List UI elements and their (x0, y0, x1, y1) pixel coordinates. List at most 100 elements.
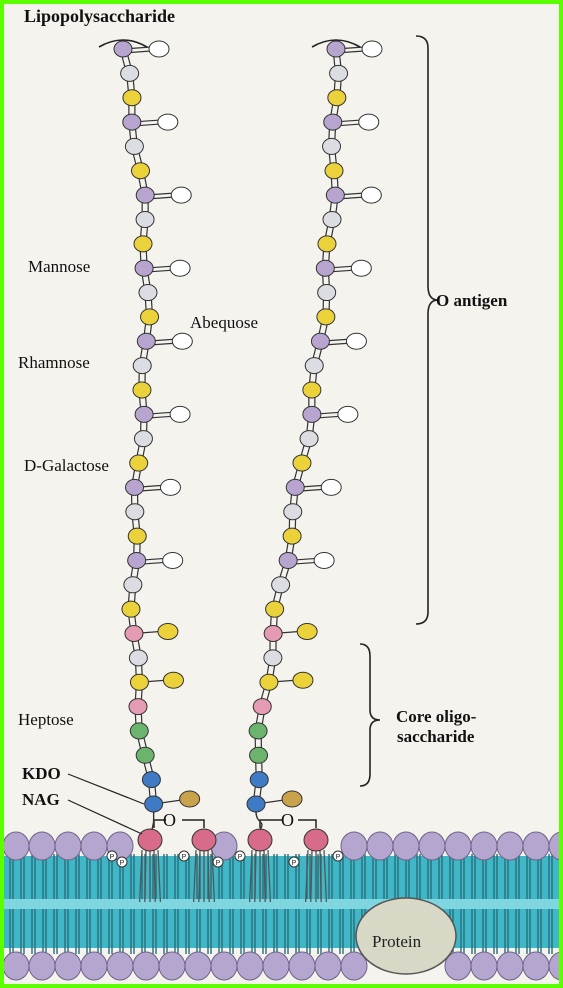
lipid-head-inner (81, 952, 107, 980)
chain-sugar (126, 504, 144, 520)
nag-sugar (248, 829, 272, 851)
abequose-sugar (361, 187, 381, 203)
abequose-sugar (362, 41, 382, 57)
phosphate-label: P (292, 860, 297, 867)
abequose-sugar (170, 260, 190, 276)
chain-sugar (135, 406, 153, 422)
chain-sugar (134, 236, 152, 252)
lipid-head-inner (159, 952, 185, 980)
chain-sugar (130, 674, 148, 690)
kdo-side-sugar (282, 791, 302, 807)
chain-sugar (129, 699, 147, 715)
core-side-sugar (297, 624, 317, 640)
lipid-head-outer (471, 832, 497, 860)
lipid-head-inner (497, 952, 523, 980)
lipid-head-outer (497, 832, 523, 860)
chain-sugar (129, 650, 147, 666)
chain-sugar (247, 796, 265, 812)
kdo-leader-line (68, 774, 144, 804)
phosphate-label: P (110, 854, 115, 861)
chain-sugar (128, 528, 146, 544)
nag-sugar (138, 829, 162, 851)
chain-sugar (114, 41, 132, 57)
abequose-sugar (158, 114, 178, 130)
o-antigen-brace (416, 36, 438, 624)
abequose-sugar (170, 406, 190, 422)
abequose-sugar (338, 406, 358, 422)
nag-sugar (304, 829, 328, 851)
chain-sugar (123, 90, 141, 106)
chain-sugar (136, 187, 154, 203)
core-to-lipid-bond (256, 812, 262, 830)
lipid-head-outer (81, 832, 107, 860)
chain-sugar (303, 382, 321, 398)
chain-sugar (128, 552, 146, 568)
abequose-sugar (172, 333, 192, 349)
abequose-sugar (351, 260, 371, 276)
chain-sugar (250, 772, 268, 788)
lipid-head-inner (29, 952, 55, 980)
chain-sugar (325, 163, 343, 179)
lipid-head-inner (263, 952, 289, 980)
chain-sugar (260, 674, 278, 690)
chain-sugar (328, 90, 346, 106)
chain-sugar (253, 699, 271, 715)
lipid-head-outer (29, 832, 55, 860)
chain-sugar (318, 285, 336, 301)
chain-sugar (142, 772, 160, 788)
chain-sugar (139, 285, 157, 301)
chain-sugar (326, 187, 344, 203)
lipid-head-inner (549, 952, 559, 980)
lipid-head-inner (471, 952, 497, 980)
chain-sugar (145, 796, 163, 812)
abequose-sugar (161, 479, 181, 495)
chain-sugar (330, 65, 348, 81)
lipid-head-outer (4, 832, 29, 860)
chain-sugar (141, 309, 159, 325)
chain-sugar (264, 650, 282, 666)
chain-sugar (317, 309, 335, 325)
abequose-sugar (359, 114, 379, 130)
label-abequose: Abequose (190, 314, 258, 333)
lipid-head-inner (4, 952, 29, 980)
phosphate-label: P (336, 854, 341, 861)
label-o-antigen: O antigen (436, 292, 507, 311)
phosphate-label: P (238, 854, 243, 861)
lipid-head-inner (289, 952, 315, 980)
chain-sugar (136, 747, 154, 763)
abequose-sugar (346, 333, 366, 349)
core-side-sugar (163, 672, 183, 688)
chain-sugar (133, 358, 151, 374)
lipid-head-outer (549, 832, 559, 860)
chain-sugar (124, 577, 142, 593)
o-linkage-right: O (281, 810, 294, 831)
core-side-sugar (158, 624, 178, 640)
chain-sugar (125, 626, 143, 642)
chain-sugar (126, 479, 144, 495)
chain-sugar (286, 479, 304, 495)
chain-sugar (284, 504, 302, 520)
lipid-head-outer (367, 832, 393, 860)
label-kdo: KDO (22, 765, 61, 784)
chain-sugar (266, 601, 284, 617)
lipid-head-outer (341, 832, 367, 860)
chain-sugar (283, 528, 301, 544)
label-protein: Protein (372, 932, 421, 952)
chain-sugar (249, 723, 267, 739)
chain-sugar (133, 382, 151, 398)
chain-sugar (264, 626, 282, 642)
core-brace (360, 644, 380, 786)
lipid-head-inner (55, 952, 81, 980)
abequose-sugar (163, 552, 183, 568)
lipid-head-outer (393, 832, 419, 860)
chain-sugar (300, 431, 318, 447)
chain-sugar (131, 163, 149, 179)
chain-sugar (327, 41, 345, 57)
lipid-head-inner (523, 952, 549, 980)
membrane-midline (4, 899, 559, 909)
label-rhamnose: Rhamnose (18, 354, 90, 373)
chain-sugar (130, 723, 148, 739)
abequose-sugar (171, 187, 191, 203)
